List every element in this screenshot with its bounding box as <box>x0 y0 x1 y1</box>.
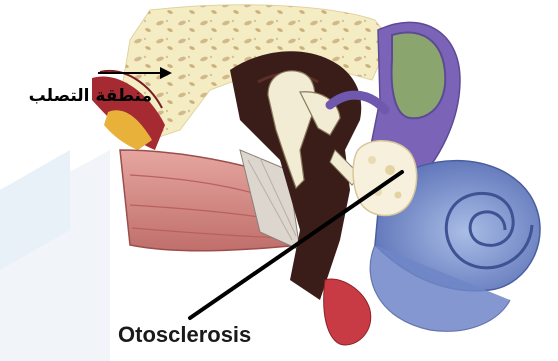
otosclerosis-focus <box>353 141 417 216</box>
sclerosis-zone-label: منطقة التصلب <box>4 86 152 106</box>
background-shapes <box>0 150 110 361</box>
blood-vessel <box>324 279 371 345</box>
otosclerosis-caption: Otosclerosis <box>118 322 251 348</box>
